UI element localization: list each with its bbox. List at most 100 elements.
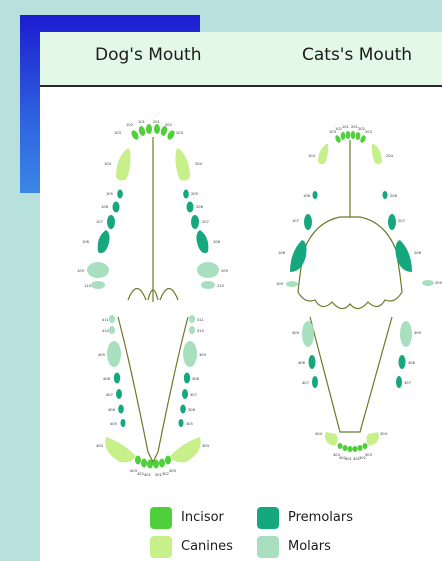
dog-tooth-307 — [182, 389, 188, 399]
dog-label-411: 411 — [102, 318, 109, 322]
cat-label-408: 408 — [298, 361, 306, 365]
dog-tooth-407 — [116, 389, 122, 399]
dog-label-201: 201 — [153, 120, 160, 124]
cat-tooth-208 — [396, 240, 413, 272]
cat-tooth-307 — [396, 376, 402, 388]
dog-tooth-409 — [107, 341, 121, 367]
dog-label-401: 401 — [144, 473, 151, 477]
dog-label-206: 206 — [196, 205, 204, 209]
dog-tooth-311 — [189, 315, 195, 323]
cat-tooth-108 — [290, 240, 307, 272]
dog-label-101: 101 — [138, 120, 145, 124]
cat-label-308: 308 — [408, 361, 416, 365]
cat-tooth-309 — [400, 321, 412, 347]
dog-label-306: 306 — [188, 408, 196, 412]
dog-tooth-108 — [98, 230, 110, 253]
cat-label-107: 107 — [292, 219, 299, 223]
dog-tooth-401 — [147, 460, 153, 469]
dog-label-310: 310 — [197, 329, 205, 333]
dog-label-303: 303 — [169, 469, 176, 473]
cat-label-204: 204 — [386, 154, 394, 158]
cat-label-207: 207 — [398, 219, 405, 223]
dog-label-405: 405 — [110, 422, 117, 426]
dog-label-208: 208 — [213, 240, 221, 244]
legend-label-incisor: Incisor — [181, 510, 224, 525]
cat-tooth-407 — [312, 376, 318, 388]
dog-label-309: 309 — [199, 353, 207, 357]
dog-label-301: 301 — [155, 473, 162, 477]
cat-tooth-408 — [309, 355, 316, 369]
dog-tooth-411 — [109, 315, 115, 323]
dog-tooth-109 — [87, 262, 109, 278]
cat-tooth-207 — [388, 214, 396, 230]
mouth-diagram-card: Dog's Mouth Cats's Mouth — [40, 32, 442, 561]
dog-tooth-208 — [196, 230, 208, 253]
dog-label-307: 307 — [190, 393, 197, 397]
dog-tooth-209 — [197, 262, 219, 278]
dog-label-103: 103 — [114, 131, 121, 135]
legend-label-premolars: Premolars — [288, 510, 353, 525]
dog-label-407: 407 — [106, 393, 113, 397]
dog-label-204: 204 — [195, 162, 203, 166]
cat-label-309: 309 — [414, 331, 422, 335]
cat-tooth-102 — [341, 132, 346, 140]
cat-label-208: 208 — [414, 251, 422, 255]
dog-label-105: 105 — [106, 192, 113, 196]
dog-tooth-107 — [107, 215, 115, 229]
cat-tooth-304 — [366, 432, 379, 446]
cat-label-209: 209 — [435, 281, 442, 285]
dog-tooth-410 — [109, 326, 115, 334]
cat-tooth-202 — [356, 132, 361, 140]
dog-label-409: 409 — [98, 353, 106, 357]
dog-label-109: 109 — [77, 269, 85, 273]
dog-tooth-207 — [191, 215, 199, 229]
dog-tooth-106 — [113, 202, 120, 213]
cat-lower-jaw-outline — [310, 317, 392, 432]
cat-tooth-402 — [343, 445, 348, 451]
cat-tooth-409 — [302, 321, 314, 347]
cat-label-404: 404 — [315, 432, 323, 436]
dog-label-406: 406 — [108, 408, 116, 412]
dog-tooth-404 — [105, 437, 136, 462]
dog-tooth-203 — [166, 129, 176, 141]
dog-tooth-406 — [118, 405, 124, 414]
dog-tooth-202 — [160, 125, 168, 136]
dog-label-410: 410 — [102, 329, 110, 333]
cat-tooth-106 — [313, 191, 318, 199]
cat-tooth-203 — [359, 134, 367, 143]
cat-tooth-302 — [358, 445, 363, 451]
dog-tooth-101 — [146, 124, 152, 134]
cat-tooth-101 — [346, 131, 351, 139]
cat-label-108: 108 — [278, 251, 286, 255]
cat-tooth-403 — [338, 443, 343, 449]
dog-tooth-405 — [121, 419, 126, 427]
dog-tooth-408 — [114, 373, 120, 384]
cat-label-206: 206 — [390, 194, 398, 198]
dog-label-102: 102 — [126, 123, 133, 127]
cat-tooth-401 — [348, 446, 353, 452]
dog-label-305: 305 — [186, 422, 193, 426]
cat-tooth-201 — [351, 131, 356, 139]
cat-tooth-303 — [363, 443, 368, 449]
dog-tooth-310 — [189, 326, 195, 334]
dog-tooth-206 — [187, 202, 194, 213]
cat-palate-shape — [298, 217, 402, 309]
cat-tooth-206 — [383, 191, 388, 199]
dog-label-110: 110 — [84, 284, 92, 288]
cat-label-409: 409 — [292, 331, 300, 335]
dog-label-106: 106 — [101, 205, 109, 209]
canines-swatch — [150, 536, 172, 558]
dog-tooth-303 — [165, 456, 171, 465]
dog-tooth-309 — [183, 341, 197, 367]
cat-label-203: 203 — [365, 130, 372, 134]
dog-tooth-302 — [159, 459, 165, 468]
legend-label-molars: Molars — [288, 539, 331, 554]
cat-label-401: 401 — [345, 457, 352, 461]
dog-label-308: 308 — [192, 377, 200, 381]
cat-tooth-204 — [372, 144, 382, 164]
dog-tooth-104 — [116, 148, 131, 181]
dog-tooth-210 — [201, 281, 215, 289]
dog-label-107: 107 — [96, 220, 103, 224]
dog-label-207: 207 — [202, 220, 209, 224]
premolars-swatch — [257, 507, 279, 529]
